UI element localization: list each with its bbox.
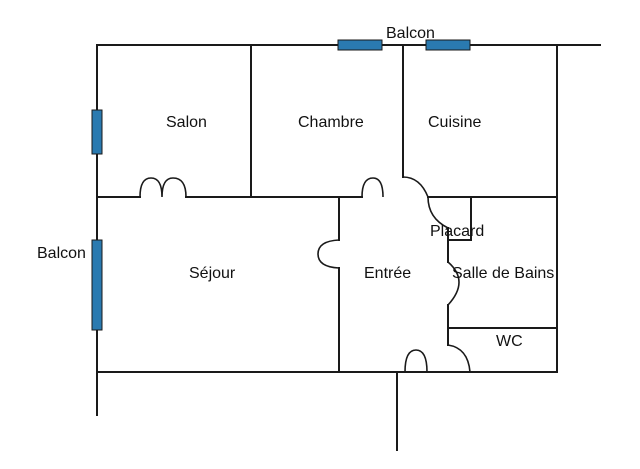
label-salon: Salon (166, 114, 207, 131)
label-chambre: Chambre (298, 114, 364, 131)
window-left-salon (91, 109, 103, 155)
door-cuisine (402, 176, 429, 198)
label-salle-de-bains: Salle de Bains (452, 265, 554, 282)
door-sejour-entree (317, 239, 340, 269)
label-balcon-top: Balcon (386, 25, 435, 42)
windows (91, 39, 471, 331)
label-sejour: Séjour (189, 265, 236, 282)
door-chambre (361, 177, 384, 198)
window-left-sejour (91, 239, 103, 331)
walls (96, 44, 601, 451)
window-top-1 (337, 39, 383, 51)
door-salle-de-bains (447, 261, 460, 306)
door-placard (427, 196, 449, 229)
door-entree-front (404, 349, 428, 373)
door-salon (139, 177, 187, 198)
window-top-2 (425, 39, 471, 51)
labels: Balcon Balcon Salon Chambre Cuisine Séjo… (37, 25, 554, 350)
doors (139, 176, 471, 373)
door-wc (447, 344, 471, 373)
label-entree: Entrée (364, 265, 411, 282)
label-placard: Placard (430, 223, 484, 240)
label-wc: WC (496, 333, 523, 350)
label-cuisine: Cuisine (428, 114, 481, 131)
label-balcon-left: Balcon (37, 245, 86, 262)
